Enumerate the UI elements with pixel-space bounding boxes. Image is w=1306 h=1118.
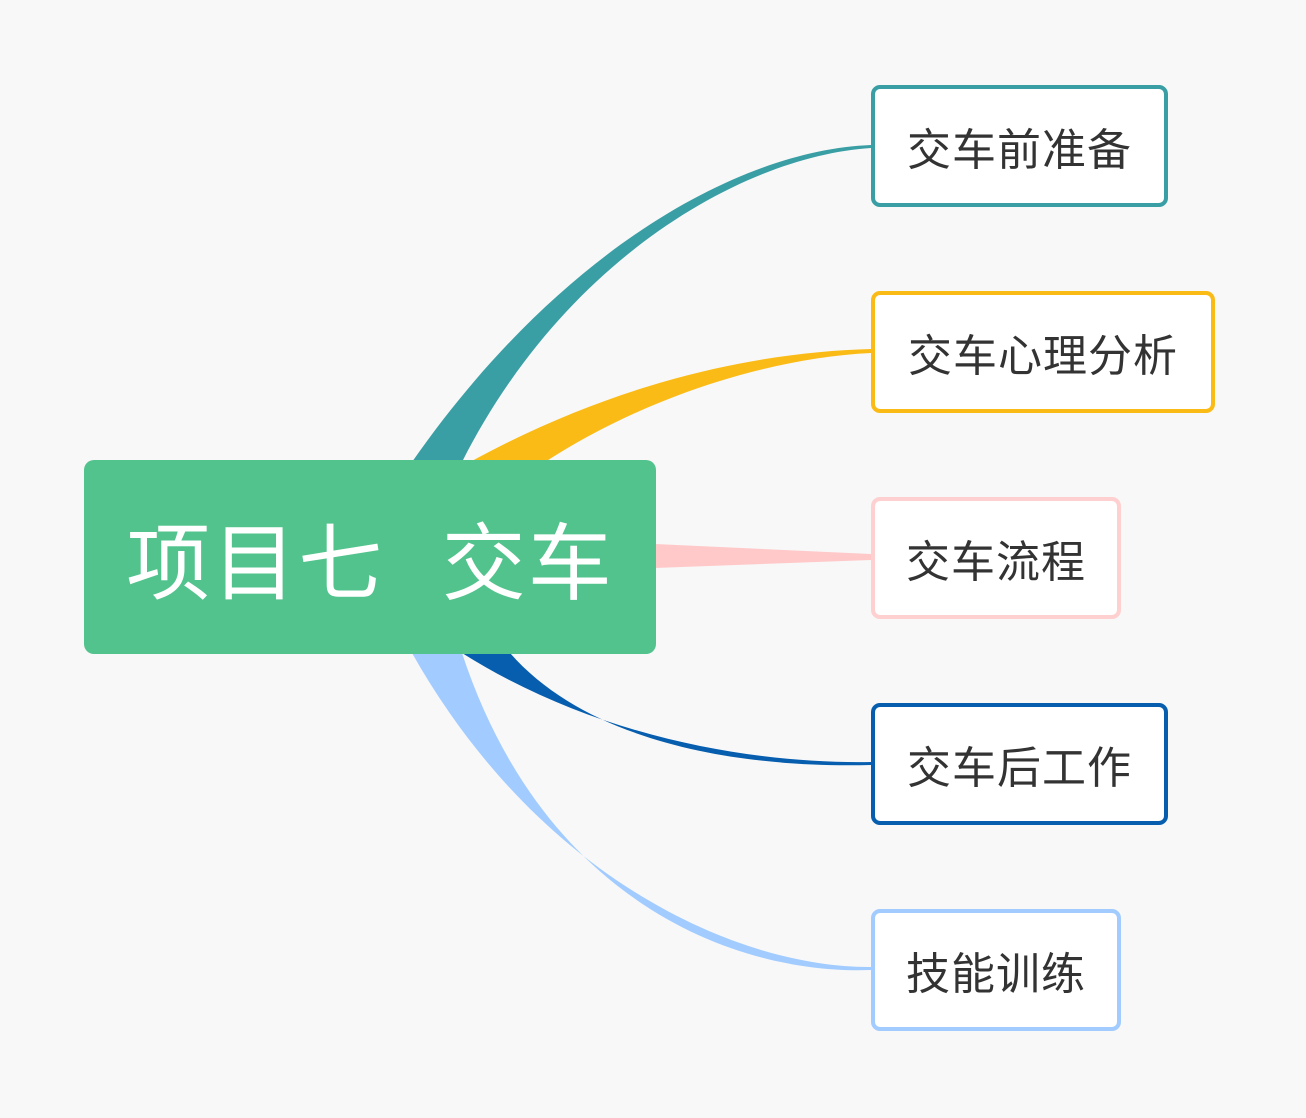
connector-2 [470, 349, 871, 462]
root-topic[interactable]: 项目七 交车 [84, 460, 656, 654]
topic-handover-process[interactable]: 交车流程 [871, 497, 1121, 619]
connector-3 [655, 544, 871, 568]
topic-handover-preparation[interactable]: 交车前准备 [871, 85, 1168, 207]
connector-1 [412, 145, 871, 462]
connector-5 [412, 653, 871, 971]
connector-4 [462, 653, 871, 766]
topic-skill-training[interactable]: 技能训练 [871, 909, 1121, 1031]
topic-handover-psychology[interactable]: 交车心理分析 [871, 291, 1215, 413]
topic-post-handover-work[interactable]: 交车后工作 [871, 703, 1168, 825]
